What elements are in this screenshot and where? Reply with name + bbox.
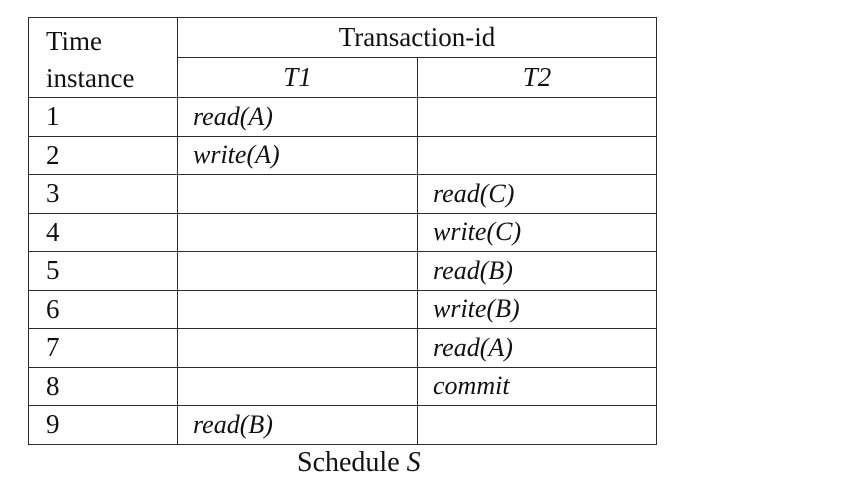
- t1-operation-cell: [177, 212, 418, 252]
- header-row-2: T1 T2: [29, 57, 657, 98]
- schedule-caption: Schedule S: [297, 449, 421, 477]
- time-cell: 5: [28, 251, 178, 291]
- t2-operation-cell: write(C): [417, 212, 657, 252]
- t2-operation-cell: [417, 405, 657, 445]
- table-row: 8 commit: [28, 366, 657, 406]
- t1-operation-cell: read(B): [177, 405, 418, 445]
- caption-text: Schedule: [297, 447, 407, 478]
- t2-operation-cell: read(B): [417, 251, 657, 291]
- t2-operation-cell: [417, 135, 657, 175]
- header-row-1: Time instance Transaction-id: [28, 17, 657, 98]
- transaction-id-header: Transaction-id: [177, 17, 657, 58]
- time-header-line1: Time: [46, 26, 103, 56]
- time-cell: 6: [28, 289, 178, 329]
- table-row: 3 read(C): [28, 174, 657, 214]
- time-header-line2: instance: [46, 63, 135, 93]
- time-cell: 8: [28, 366, 178, 406]
- t1-operation-cell: read(A): [177, 97, 418, 137]
- t2-operation-cell: [417, 97, 657, 137]
- schedule-table: Time instance Transaction-id T1 T2 1 read…: [28, 17, 657, 445]
- time-cell: 2: [28, 135, 178, 175]
- time-cell: 7: [28, 328, 178, 368]
- table-row: 2 write(A): [28, 135, 657, 175]
- t1-operation-cell: [177, 289, 418, 329]
- table-row: 5 read(B): [28, 251, 657, 291]
- time-instance-header: Time instance: [28, 17, 178, 98]
- t1-operation-cell: [177, 174, 418, 214]
- t1-column-header: T1: [177, 57, 418, 98]
- time-cell: 1: [28, 97, 178, 137]
- t1-operation-cell: write(A): [177, 135, 418, 175]
- t2-operation-cell: read(C): [417, 174, 657, 214]
- time-cell: 4: [28, 212, 178, 252]
- schedule-table-body: Time instance Transaction-id T1 T2 1 read…: [28, 17, 657, 445]
- time-cell: 9: [28, 405, 178, 445]
- table-row: 9 read(B): [28, 405, 657, 445]
- t2-operation-cell: write(B): [417, 289, 657, 329]
- t2-column-header: T2: [417, 57, 657, 98]
- table-row: 1 read(A): [28, 97, 657, 137]
- t2-operation-cell: read(A): [417, 328, 657, 368]
- table-row: 6 write(B): [28, 289, 657, 329]
- time-cell: 3: [28, 174, 178, 214]
- table-row: 7 read(A): [28, 328, 657, 368]
- table-row: 4 write(C): [28, 212, 657, 252]
- t1-operation-cell: [177, 251, 418, 291]
- caption-variable: S: [406, 447, 421, 478]
- t1-operation-cell: [177, 328, 418, 368]
- t2-operation-cell: commit: [417, 366, 657, 406]
- t1-operation-cell: [177, 366, 418, 406]
